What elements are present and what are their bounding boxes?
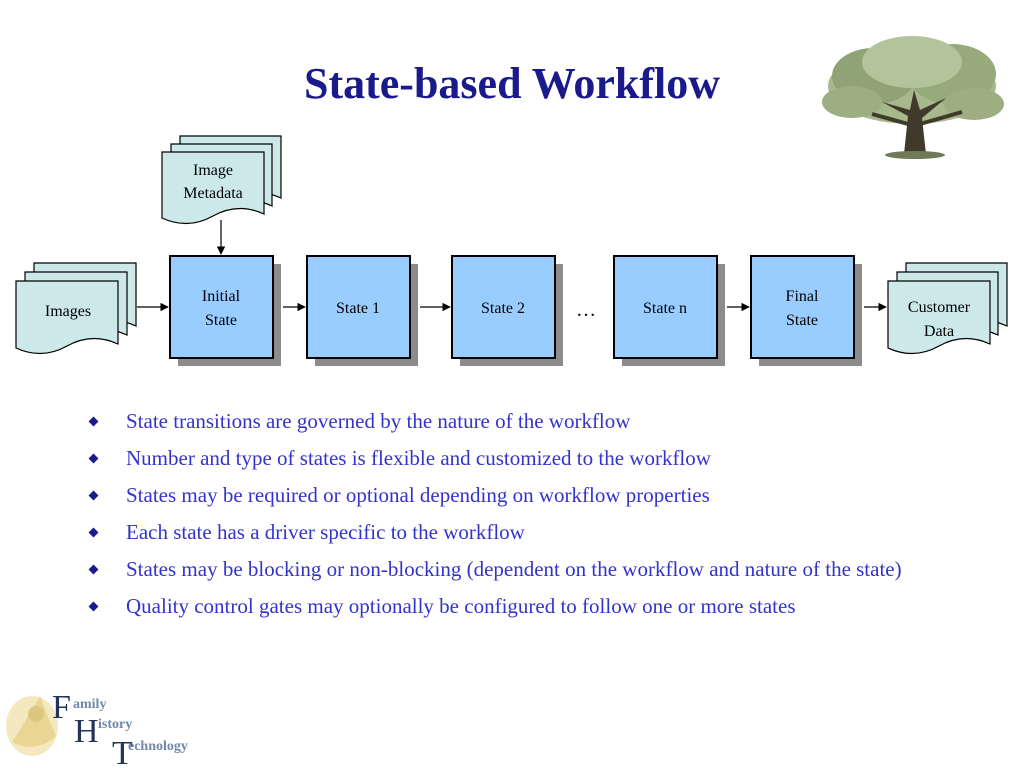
diamond-bullet-icon: [88, 564, 99, 575]
state-label-initial-line2: State: [205, 312, 237, 329]
logo-word-istory: istory: [98, 717, 132, 732]
state-box-initial: Initial State: [169, 255, 281, 366]
diamond-bullet-icon: [88, 453, 99, 464]
bullet-text: Quality control gates may optionally be …: [126, 594, 796, 618]
logo-word-echnology: echnology: [128, 739, 188, 754]
family-history-technology-logo: F amily H istory T echnology: [6, 689, 188, 768]
images-label: Images: [45, 303, 91, 320]
state-label-2: State 2: [481, 300, 525, 317]
bullet-item: Each state has a driver specific to the …: [88, 517, 908, 548]
bullet-text: States may be required or optional depen…: [126, 483, 710, 507]
bullet-item: States may be required or optional depen…: [88, 480, 908, 511]
customer-data-label-line2: Data: [924, 323, 954, 340]
state-label-initial-line1: Initial: [202, 288, 241, 305]
logo-letter-f: F: [52, 689, 71, 726]
image-metadata-document: Image Metadata: [161, 135, 282, 225]
bullet-text: Each state has a driver specific to the …: [126, 520, 525, 544]
bullet-item: Quality control gates may optionally be …: [88, 591, 908, 622]
bullet-item: Number and type of states is flexible an…: [88, 443, 908, 474]
images-document: Images: [15, 262, 137, 355]
logo-word-amily: amily: [73, 697, 106, 712]
diamond-bullet-icon: [88, 490, 99, 501]
state-box-1: State 1: [306, 255, 418, 366]
slide-title: State-based Workflow: [304, 59, 720, 108]
tree-image: [822, 36, 1004, 159]
ellipsis: …: [576, 299, 596, 321]
image-metadata-label-line2: Metadata: [183, 185, 243, 202]
image-metadata-label-line1: Image: [193, 162, 233, 179]
bullet-item: States may be blocking or non-blocking (…: [88, 554, 908, 585]
state-label-final-line2: State: [786, 312, 818, 329]
state-box-final: Final State: [750, 255, 862, 366]
diamond-bullet-icon: [88, 527, 99, 538]
diamond-bullet-icon: [88, 601, 99, 612]
state-box-2: State 2: [451, 255, 563, 366]
state-box-n: State n: [613, 255, 725, 366]
state-label-1: State 1: [336, 300, 380, 317]
bullet-text: States may be blocking or non-blocking (…: [126, 557, 902, 581]
bullet-list: State transitions are governed by the na…: [88, 406, 908, 628]
bullet-item: State transitions are governed by the na…: [88, 406, 908, 437]
bullet-text: Number and type of states is flexible an…: [126, 446, 711, 470]
logo-letter-t: T: [112, 735, 133, 768]
bullet-text: State transitions are governed by the na…: [126, 409, 631, 433]
logo-letter-h: H: [74, 713, 99, 750]
customer-data-label-line1: Customer: [908, 299, 971, 316]
state-label-n: State n: [643, 300, 687, 317]
customer-data-document: Customer Data: [887, 262, 1008, 355]
diamond-bullet-icon: [88, 416, 99, 427]
state-label-final-line1: Final: [786, 288, 819, 305]
